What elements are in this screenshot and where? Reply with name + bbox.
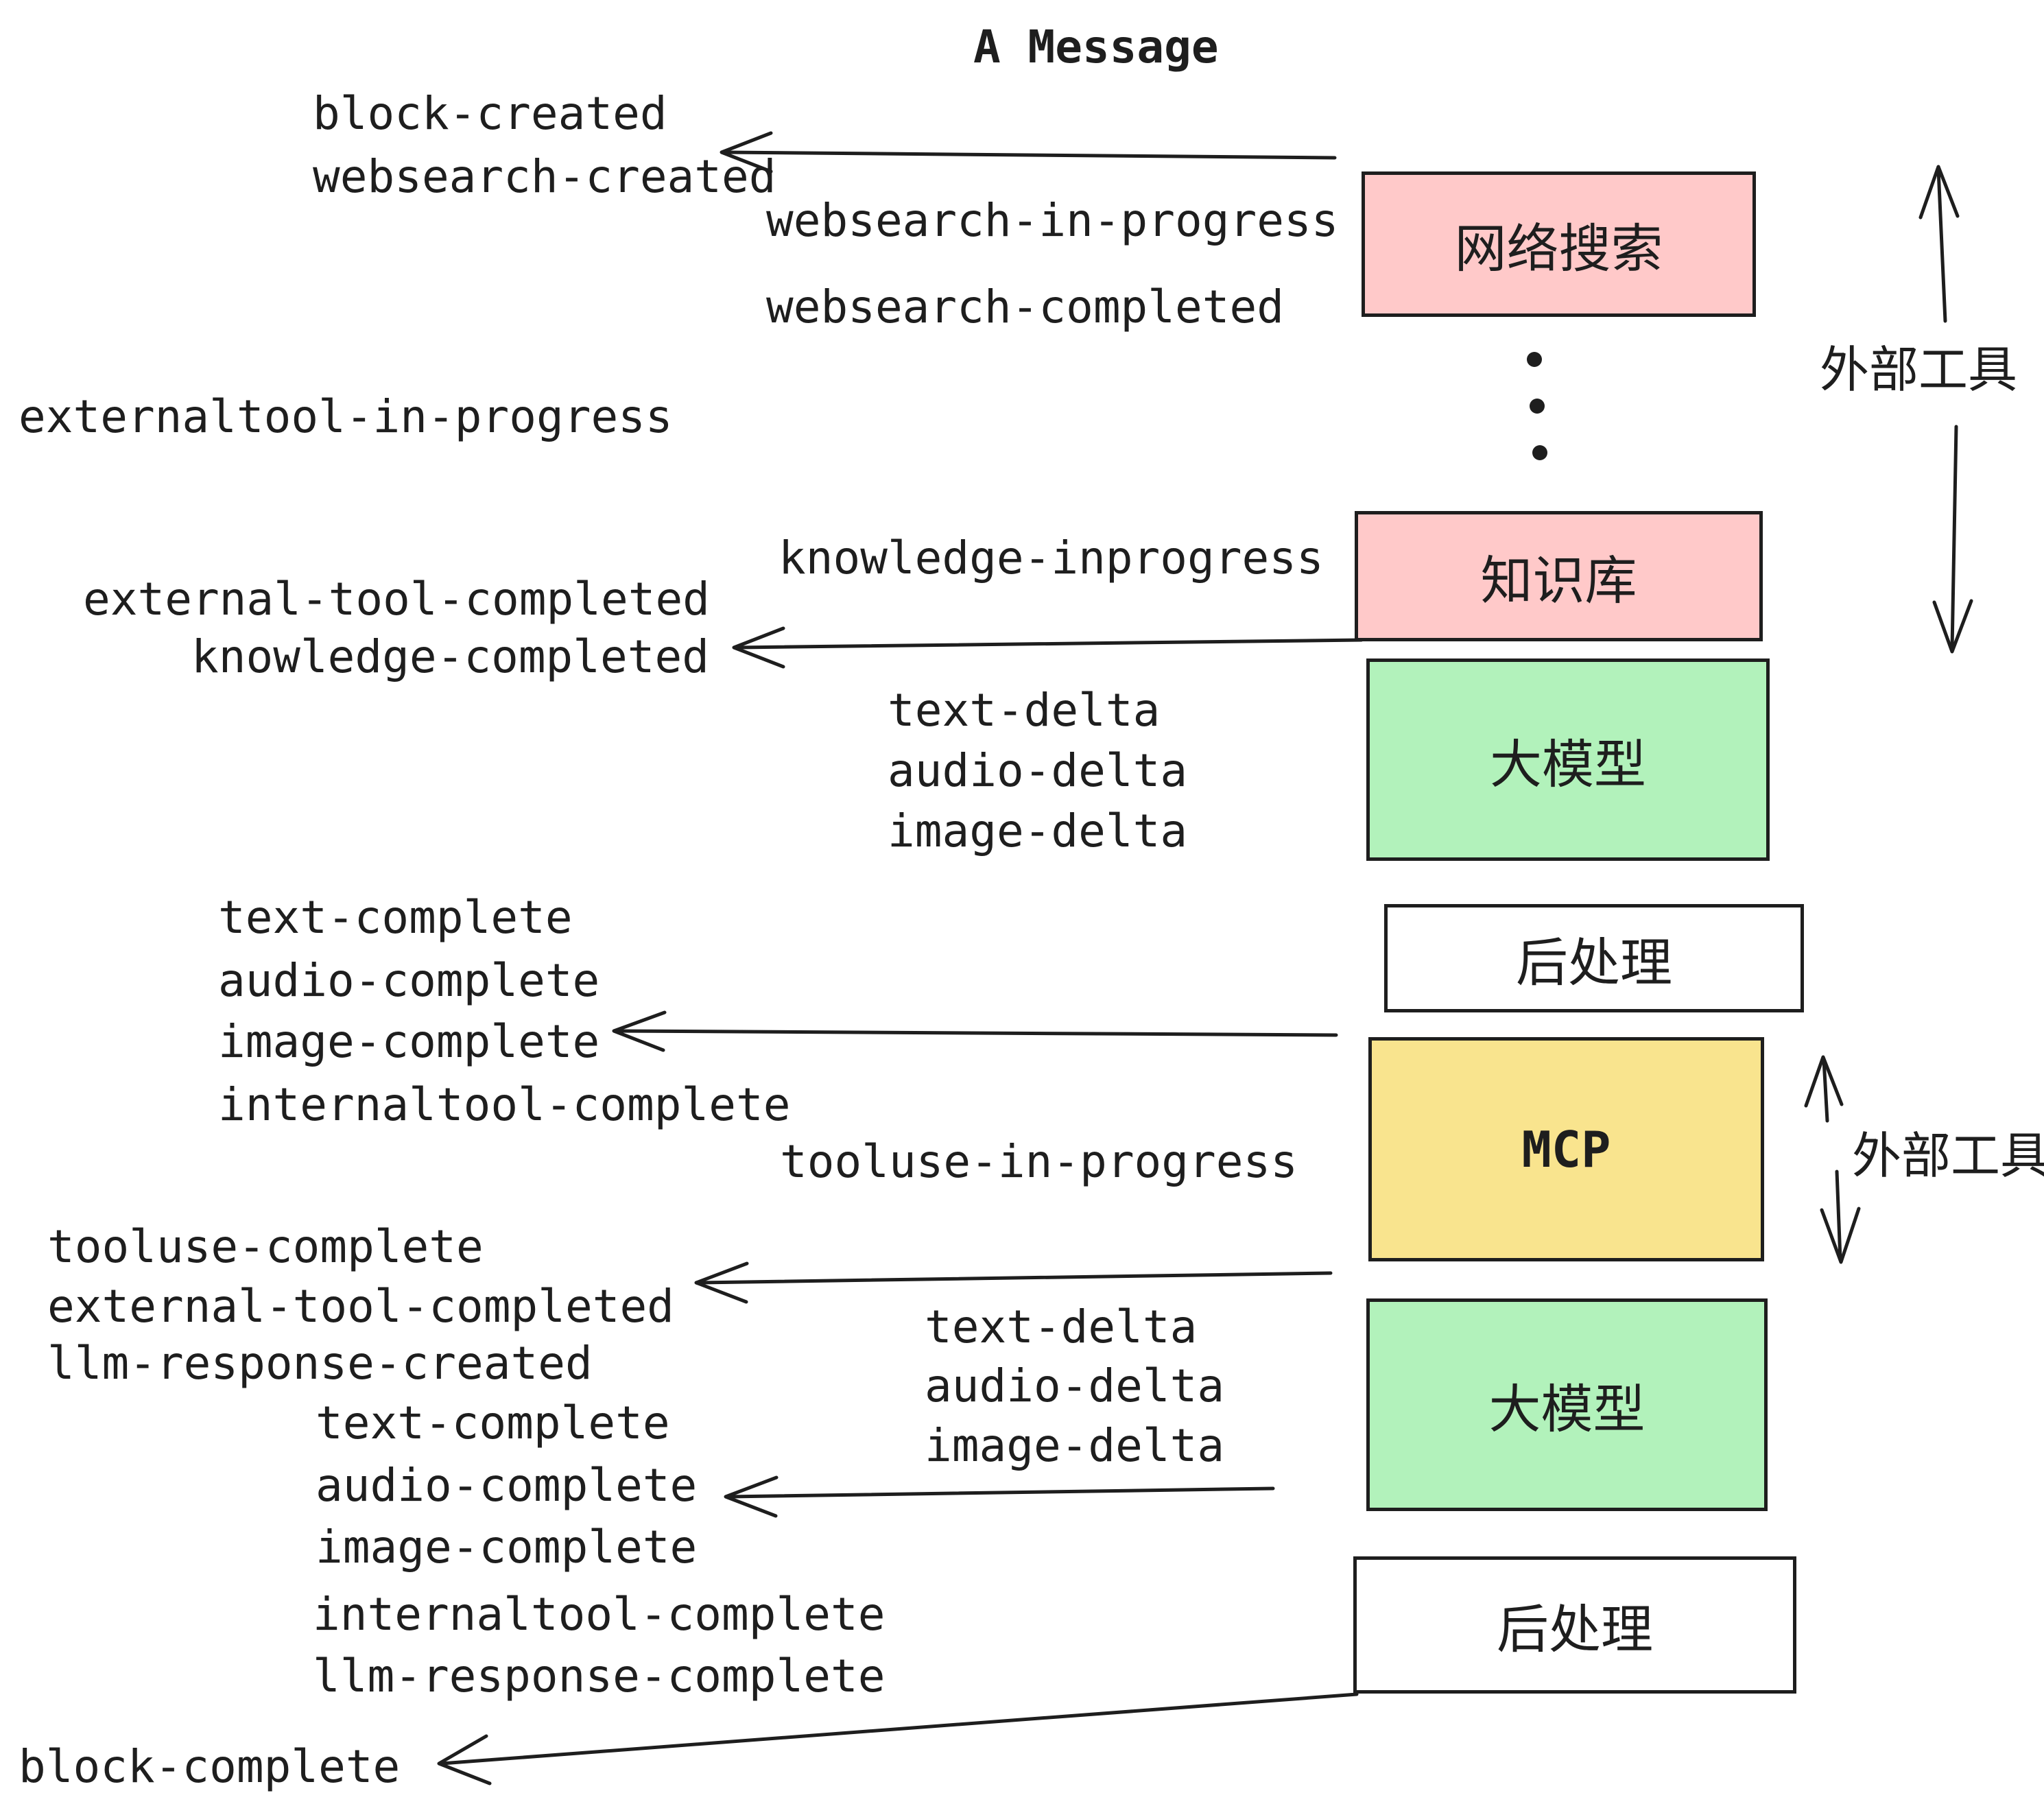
event-label-text-delta-1: text-delta	[888, 684, 1161, 737]
arrow-websearch-to-block-created	[720, 131, 1337, 174]
arrow-mcp-to-external-tool-completed	[694, 1261, 1333, 1304]
event-label-externaltool-in-progress: externaltool-in-progress	[19, 390, 673, 443]
event-label-external-tool-completed-1: external-tool-completed	[83, 573, 710, 626]
arrow-llm2-to-audio-complete	[724, 1475, 1275, 1518]
box-mcp-label: MCP	[1521, 1120, 1611, 1178]
external-tools-down-arrow-1	[1932, 425, 1973, 654]
box-llm-1-label: 大模型	[1490, 733, 1646, 795]
ellipsis-dots	[1527, 352, 1547, 460]
box-postprocess-1: 后处理	[1384, 904, 1804, 1012]
external-tools-up-arrow-1	[1918, 165, 1960, 323]
event-label-llm-response-created: llm-response-created	[47, 1337, 593, 1390]
event-label-image-complete-2: image-complete	[316, 1521, 698, 1574]
box-postprocess-2: 后处理	[1353, 1556, 1796, 1694]
event-label-internaltool-complete-1: internaltool-complete	[218, 1078, 791, 1131]
event-label-websearch-in-progress: websearch-in-progress	[766, 194, 1339, 247]
event-label-tooluse-in-progress: tooluse-in-progress	[780, 1135, 1298, 1188]
event-label-block-complete: block-complete	[19, 1740, 401, 1793]
event-label-text-complete-1: text-complete	[218, 891, 573, 944]
event-label-internaltool-complete-2: internaltool-complete	[313, 1588, 886, 1641]
external-tools-up-arrow-2	[1804, 1055, 1844, 1123]
event-label-audio-complete-2: audio-complete	[316, 1459, 698, 1512]
event-label-websearch-created: websearch-created	[313, 150, 776, 203]
arrow-post2-to-block-complete	[437, 1692, 1359, 1785]
event-label-websearch-completed: websearch-completed	[766, 281, 1284, 333]
event-label-audio-delta-1: audio-delta	[888, 744, 1188, 797]
event-label-text-complete-2: text-complete	[316, 1397, 670, 1449]
arrow-post1-to-image-complete	[612, 1010, 1338, 1052]
box-llm-2: 大模型	[1366, 1298, 1768, 1511]
event-label-audio-complete-1: audio-complete	[218, 954, 600, 1007]
box-knowledge-base-label: 知识库	[1480, 550, 1637, 611]
event-label-knowledge-inprogress: knowledge-inprogress	[779, 532, 1324, 584]
box-websearch: 网络搜索	[1362, 171, 1756, 317]
page-title: A Message	[973, 21, 1219, 73]
event-label-audio-delta-2: audio-delta	[925, 1360, 1225, 1412]
box-mcp: MCP	[1368, 1037, 1764, 1261]
event-label-knowledge-completed: knowledge-completed	[191, 630, 709, 683]
event-label-block-created: block-created	[313, 87, 667, 140]
event-label-image-complete-1: image-complete	[218, 1015, 600, 1068]
box-llm-2-label: 大模型	[1488, 1379, 1645, 1440]
box-websearch-label: 网络搜索	[1454, 218, 1663, 279]
external-tools-label-2: 外部工具	[1852, 1127, 2044, 1185]
event-label-external-tool-completed-2: external-tool-completed	[47, 1280, 674, 1333]
external-tools-down-arrow-2	[1820, 1170, 1861, 1264]
box-postprocess-2-label: 后处理	[1497, 1599, 1653, 1660]
event-label-text-delta-2: text-delta	[925, 1301, 1198, 1353]
box-postprocess-1-label: 后处理	[1516, 932, 1672, 993]
box-knowledge-base: 知识库	[1355, 511, 1763, 641]
external-tools-label-1: 外部工具	[1820, 341, 2018, 399]
event-label-image-delta-2: image-delta	[925, 1419, 1225, 1472]
box-llm-1: 大模型	[1366, 658, 1770, 861]
event-label-llm-response-complete: llm-response-complete	[313, 1650, 886, 1702]
event-label-tooluse-complete: tooluse-complete	[47, 1220, 484, 1273]
arrow-knowledge-to-knowledge-completed	[732, 626, 1364, 669]
event-label-image-delta-1: image-delta	[888, 805, 1188, 857]
